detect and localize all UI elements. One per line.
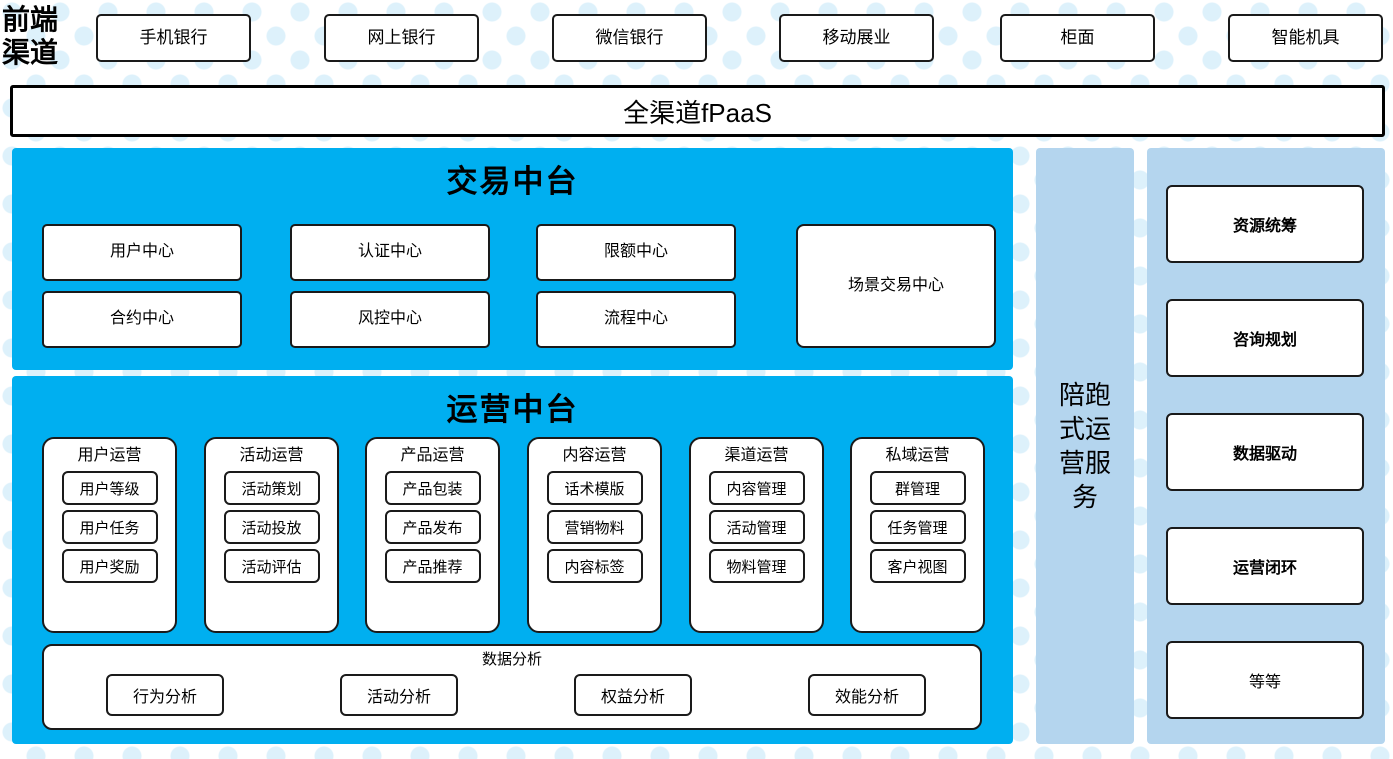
ops-item-content-tag[interactable]: 内容标签 xyxy=(546,549,643,583)
data-analysis-item-behavior[interactable]: 行为分析 xyxy=(106,674,224,716)
ops-column-private-domain-operations[interactable]: 私域运营 群管理 任务管理 客户视图 xyxy=(850,437,985,633)
trade-module-scenario-transaction-center[interactable]: 场景交易中心 xyxy=(796,224,996,348)
ops-item-campaign-delivery[interactable]: 活动投放 xyxy=(223,510,320,544)
ops-column-title: 活动运营 xyxy=(239,447,304,464)
ops-column-content-operations[interactable]: 内容运营 话术模版 营销物料 内容标签 xyxy=(527,437,662,633)
ops-item-campaign-planning[interactable]: 活动策划 xyxy=(223,471,320,505)
ops-item-user-task[interactable]: 用户任务 xyxy=(61,510,158,544)
capability-box-resource-coordination[interactable]: 资源统筹 xyxy=(1166,185,1364,263)
ops-column-campaign-operations[interactable]: 活动运营 活动策划 活动投放 活动评估 xyxy=(204,437,339,633)
ops-item-group-management[interactable]: 群管理 xyxy=(869,471,966,505)
front-end-channel-label: 前端 渠道 xyxy=(2,5,59,69)
channel-box-smart-device[interactable]: 智能机具 xyxy=(1228,14,1383,62)
ops-column-user-operations[interactable]: 用户运营 用户等级 用户任务 用户奖励 xyxy=(42,437,177,633)
channel-box-online-bank[interactable]: 网上银行 xyxy=(324,14,479,62)
trade-module-risk-center[interactable]: 风控中心 xyxy=(290,291,490,348)
ops-column-title: 渠道运营 xyxy=(724,447,789,464)
ops-item-product-release[interactable]: 产品发布 xyxy=(384,510,481,544)
capability-column: 资源统筹 咨询规划 数据驱动 运营闭环 等等 xyxy=(1147,148,1385,744)
ops-item-product-packaging[interactable]: 产品包装 xyxy=(384,471,481,505)
ops-item-customer-view[interactable]: 客户视图 xyxy=(869,549,966,583)
ops-item-user-level[interactable]: 用户等级 xyxy=(61,471,158,505)
ops-item-script-template[interactable]: 话术模版 xyxy=(546,471,643,505)
ops-item-product-recommendation[interactable]: 产品推荐 xyxy=(384,549,481,583)
capability-box-etc[interactable]: 等等 xyxy=(1166,641,1364,719)
data-analysis-item-campaign[interactable]: 活动分析 xyxy=(340,674,458,716)
trade-center-panel: 交易中台 用户中心 认证中心 限额中心 合约中心 风控中心 流程中心 场景交易中… xyxy=(12,148,1013,370)
ops-column-title: 用户运营 xyxy=(77,447,142,464)
ops-column-channel-operations[interactable]: 渠道运营 内容管理 活动管理 物料管理 xyxy=(689,437,824,633)
trade-module-auth-center[interactable]: 认证中心 xyxy=(290,224,490,281)
companion-operation-service-column: 陪跑式运营服务 xyxy=(1036,148,1134,744)
capability-box-data-driven[interactable]: 数据驱动 xyxy=(1166,413,1364,491)
ops-item-campaign-evaluation[interactable]: 活动评估 xyxy=(223,549,320,583)
ops-item-marketing-material[interactable]: 营销物料 xyxy=(546,510,643,544)
trade-module-process-center[interactable]: 流程中心 xyxy=(536,291,736,348)
channel-box-wechat-bank[interactable]: 微信银行 xyxy=(552,14,707,62)
channel-box-mobile-field[interactable]: 移动展业 xyxy=(779,14,934,62)
ops-center-title: 运营中台 xyxy=(446,392,579,427)
data-analysis-title: 数据分析 xyxy=(481,651,542,668)
ops-item-campaign-management[interactable]: 活动管理 xyxy=(708,510,805,544)
ops-item-user-reward[interactable]: 用户奖励 xyxy=(61,549,158,583)
ops-item-material-management[interactable]: 物料管理 xyxy=(708,549,805,583)
ops-column-title: 私域运营 xyxy=(885,447,950,464)
channel-box-mobile-bank[interactable]: 手机银行 xyxy=(96,14,251,62)
capability-box-consulting-planning[interactable]: 咨询规划 xyxy=(1166,299,1364,377)
channel-box-counter[interactable]: 柜面 xyxy=(1000,14,1155,62)
omnichannel-fpaas-banner[interactable]: 全渠道fPaaS xyxy=(10,85,1385,137)
data-analysis-section[interactable]: 数据分析 行为分析 活动分析 权益分析 效能分析 xyxy=(42,644,982,730)
data-analysis-item-efficiency[interactable]: 效能分析 xyxy=(808,674,926,716)
trade-module-contract-center[interactable]: 合约中心 xyxy=(42,291,242,348)
ops-item-content-management[interactable]: 内容管理 xyxy=(708,471,805,505)
ops-column-title: 产品运营 xyxy=(400,447,465,464)
companion-operation-service-label: 陪跑式运营服务 xyxy=(1058,380,1111,512)
capability-box-operation-closed-loop[interactable]: 运营闭环 xyxy=(1166,527,1364,605)
data-analysis-items: 行为分析 活动分析 权益分析 效能分析 xyxy=(44,670,980,720)
trade-module-limit-center[interactable]: 限额中心 xyxy=(536,224,736,281)
trade-center-title: 交易中台 xyxy=(446,164,579,199)
data-analysis-item-benefit[interactable]: 权益分析 xyxy=(574,674,692,716)
ops-item-task-management[interactable]: 任务管理 xyxy=(869,510,966,544)
trade-module-user-center[interactable]: 用户中心 xyxy=(42,224,242,281)
ops-column-product-operations[interactable]: 产品运营 产品包装 产品发布 产品推荐 xyxy=(365,437,500,633)
ops-column-title: 内容运营 xyxy=(562,447,627,464)
